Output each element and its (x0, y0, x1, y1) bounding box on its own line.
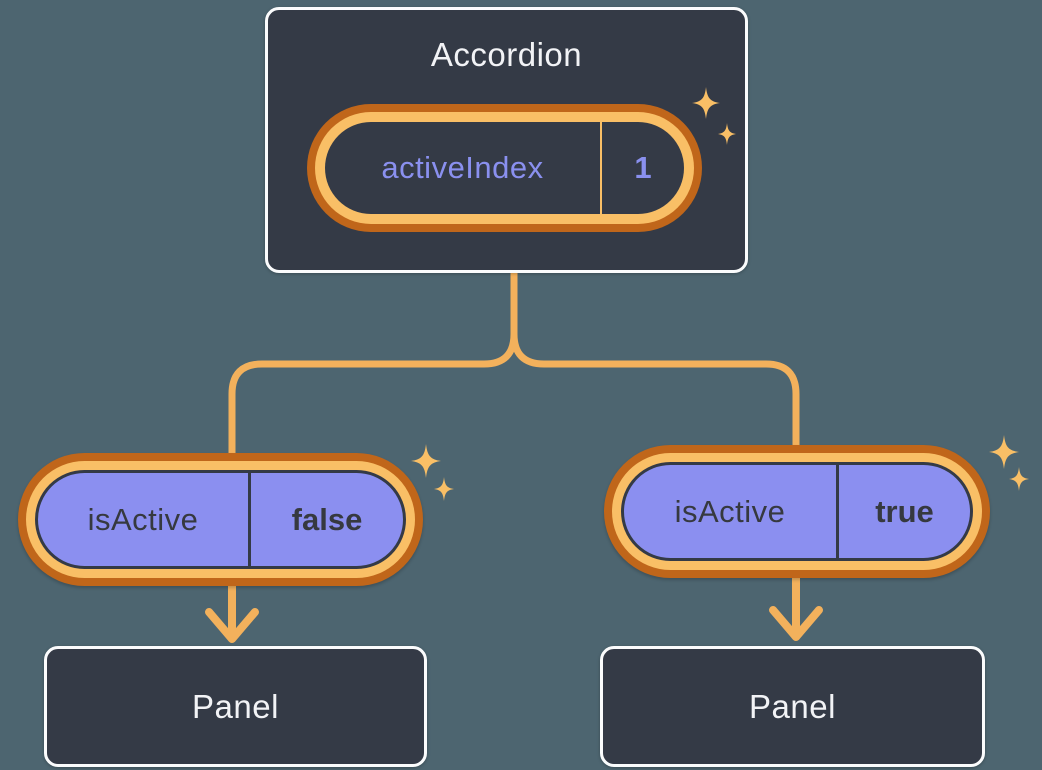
prop-pill-left: isActive false (18, 453, 423, 586)
prop-pill-left-ring: isActive false (26, 461, 415, 578)
prop-pill-left-core: isActive false (35, 470, 406, 569)
state-pill-divider (600, 122, 602, 214)
state-pill-ring: activeIndex 1 (315, 112, 694, 224)
arrow-down-right (769, 576, 823, 641)
state-pill: activeIndex 1 (307, 104, 702, 232)
branch-line-right (510, 272, 800, 450)
state-pill-core: activeIndex 1 (325, 122, 684, 214)
prop-pill-right-ring: isActive true (612, 453, 982, 570)
prop-value-left: false (291, 501, 363, 537)
panel-node-left: Panel (44, 646, 427, 767)
state-name: activeIndex (381, 150, 544, 185)
panel-node-right: Panel (600, 646, 985, 767)
prop-pill-left-divider (248, 473, 251, 566)
state-value: 1 (634, 150, 652, 185)
prop-name-left: isActive (87, 501, 199, 537)
panel-title-right: Panel (749, 687, 836, 725)
prop-pill-right-divider (836, 465, 839, 558)
prop-pill-right-core: isActive true (621, 462, 973, 561)
panel-title-left: Panel (192, 687, 279, 725)
arrow-down-left (205, 584, 259, 643)
prop-value-right: true (875, 493, 934, 529)
prop-pill-right: isActive true (604, 445, 990, 578)
accordion-title: Accordion (430, 36, 583, 73)
branch-line-left (228, 272, 518, 458)
prop-name-right: isActive (674, 493, 786, 529)
